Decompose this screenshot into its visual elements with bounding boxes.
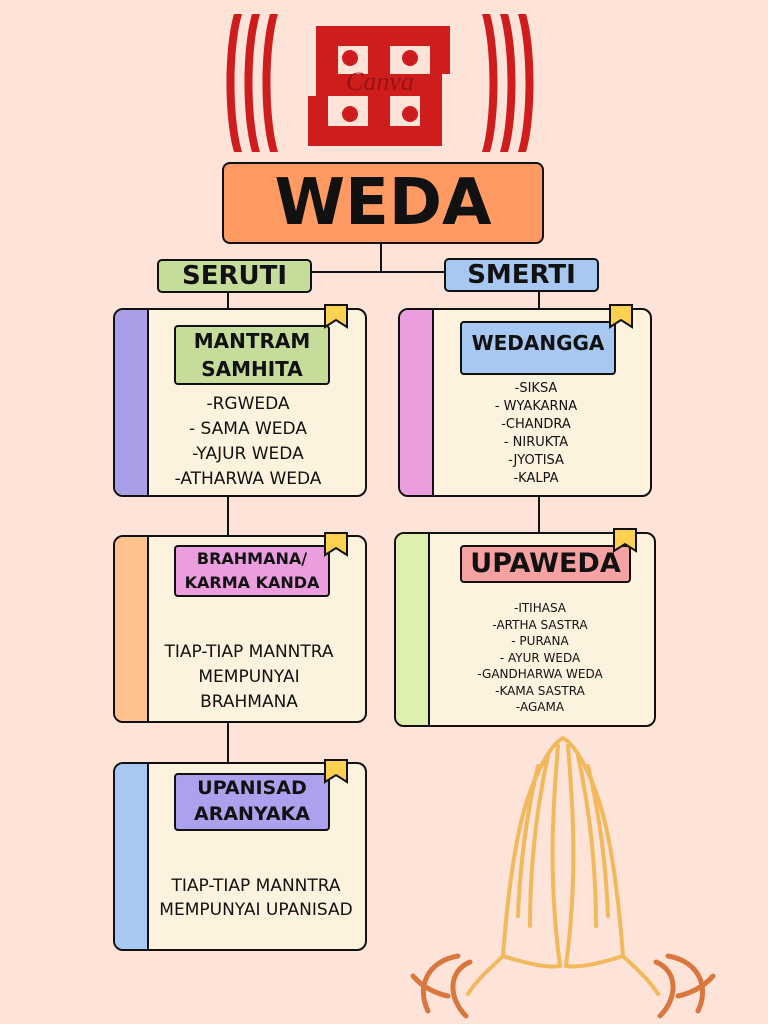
connector bbox=[227, 292, 229, 310]
text-line: MEMPUNYAI UPANISAD bbox=[159, 900, 353, 920]
bookmark-flag-icon bbox=[324, 759, 348, 784]
connector bbox=[312, 271, 444, 273]
card-stripe bbox=[400, 310, 434, 495]
connector bbox=[227, 722, 229, 764]
list-item: -RGWEDA bbox=[206, 394, 290, 414]
list-item: - AYUR WEDA bbox=[499, 650, 581, 665]
list-item: -ITIHASA bbox=[513, 601, 567, 615]
card-stripe bbox=[115, 537, 149, 721]
bookmark-flag-icon bbox=[324, 532, 348, 557]
brahmana-text: TIAP-TIAP MANNTRA MEMPUNYAI BRAHMANA bbox=[146, 640, 352, 715]
connector bbox=[538, 292, 540, 310]
mantram-label: MANTRAM SAMHITA bbox=[174, 325, 330, 385]
list-item: - SAMA WEDA bbox=[189, 419, 307, 439]
bookmark-flag-icon bbox=[324, 304, 348, 329]
title-box: WEDA bbox=[222, 162, 544, 244]
list-item: -GANDHARWA WEDA bbox=[477, 667, 603, 681]
brahmana-label-line2: KARMA KANDA bbox=[184, 573, 320, 592]
wedangga-label: WEDANGGA bbox=[460, 321, 616, 375]
canva-watermark: Canva bbox=[346, 67, 414, 96]
seruti-branch: SERUTI bbox=[157, 259, 312, 293]
list-item: -ARTHA SASTRA bbox=[492, 617, 588, 632]
list-item: - PURANA bbox=[511, 634, 569, 648]
wedangga-label-text: WEDANGGA bbox=[471, 331, 605, 355]
upaweda-label: UPAWEDA bbox=[460, 545, 631, 583]
upaweda-items: -ITIHASA -ARTHA SASTRA - PURANA - AYUR W… bbox=[440, 600, 640, 716]
upanisad-label: UPANISAD ARANYAKA bbox=[174, 773, 330, 831]
brahmana-label-line1: BRAHMANA/ bbox=[196, 549, 308, 568]
connector bbox=[538, 496, 540, 532]
list-item: -SIKSA bbox=[514, 381, 558, 396]
upanisad-label-line2: ARANYAKA bbox=[193, 803, 310, 825]
list-item: -JYOTISA bbox=[508, 453, 564, 468]
list-item: -KAMA SASTRA bbox=[495, 683, 585, 698]
connector bbox=[380, 244, 382, 272]
list-item: -YAJUR WEDA bbox=[192, 444, 304, 464]
list-item: -ATHARWA WEDA bbox=[174, 469, 322, 489]
list-item: - NIRUKTA bbox=[503, 435, 569, 450]
text-line: MEMPUNYAI bbox=[198, 667, 300, 687]
card-stripe bbox=[115, 310, 149, 495]
list-item: - WYAKARNA bbox=[494, 399, 578, 414]
card-stripe bbox=[396, 534, 430, 725]
bookmark-flag-icon bbox=[613, 528, 637, 553]
wedangga-items: -SIKSA - WYAKARNA -CHANDRA - NIRUKTA -JY… bbox=[436, 380, 636, 488]
text-line: TIAP-TIAP MANNTRA bbox=[171, 876, 341, 896]
mantram-label-line2: SAMHITA bbox=[201, 357, 303, 381]
smerti-branch: SMERTI bbox=[444, 258, 599, 292]
seruti-label: SERUTI bbox=[181, 261, 288, 291]
smerti-label: SMERTI bbox=[467, 260, 576, 290]
upanisad-label-line1: UPANISAD bbox=[197, 777, 307, 799]
praying-hands-icon bbox=[410, 736, 716, 1019]
card-stripe bbox=[115, 764, 149, 949]
text-line: BRAHMANA bbox=[200, 692, 298, 712]
upaweda-label-text: UPAWEDA bbox=[470, 548, 621, 579]
upanisad-text: TIAP-TIAP MANNTRA MEMPUNYAI UPANISAD bbox=[146, 874, 366, 922]
list-item: -CHANDRA bbox=[501, 417, 571, 432]
bookmark-flag-icon bbox=[609, 304, 633, 329]
mantram-items: -RGWEDA - SAMA WEDA -YAJUR WEDA -ATHARWA… bbox=[150, 392, 346, 492]
title-text: WEDA bbox=[274, 166, 492, 240]
connector bbox=[227, 496, 229, 536]
list-item: -KALPA bbox=[513, 471, 559, 486]
brahmana-label: BRAHMANA/ KARMA KANDA bbox=[174, 545, 330, 597]
text-line: TIAP-TIAP MANNTRA bbox=[164, 642, 334, 662]
swastika-symbol-icon: Canva bbox=[226, 14, 534, 152]
list-item: -AGAMA bbox=[515, 700, 565, 714]
mantram-label-line1: MANTRAM bbox=[193, 329, 311, 353]
